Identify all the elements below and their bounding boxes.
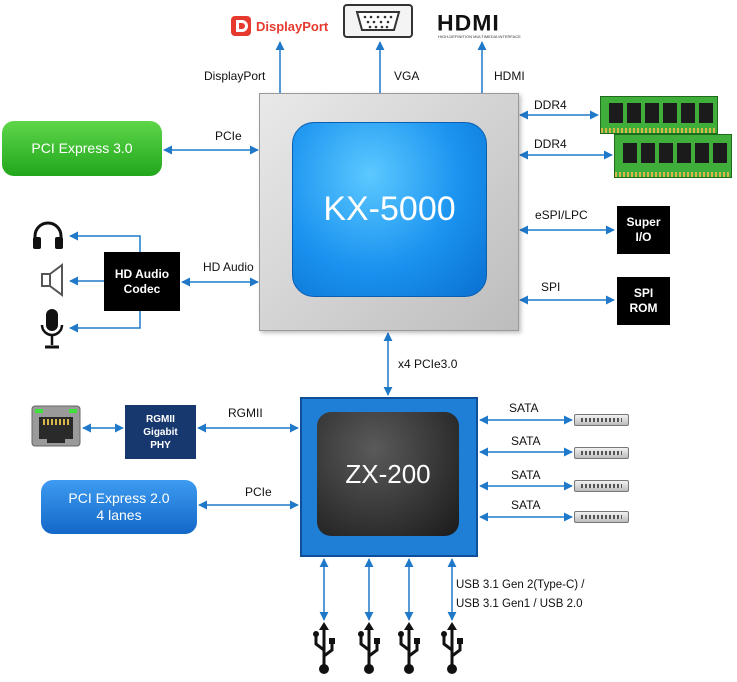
- wire-microphone: [69, 311, 141, 333]
- pcie2-line2: 4 lanes: [96, 507, 142, 523]
- vga-port-icon: [343, 4, 413, 38]
- label-pcie-bottom: PCIe: [245, 485, 272, 499]
- label-rgmii: RGMII: [228, 406, 263, 420]
- hd-audio-codec-block: HD Audio Codec: [104, 252, 180, 311]
- headphones-icon: [30, 220, 66, 250]
- label-sata-4: SATA: [511, 498, 541, 512]
- cpu-chip: KX-5000: [292, 122, 487, 297]
- label-pcie-top: PCIe: [215, 129, 242, 143]
- label-x4-pcie: x4 PCIe3.0: [398, 357, 458, 371]
- displayport-logo-icon: DisplayPort: [230, 14, 335, 40]
- label-spi: SPI: [541, 280, 561, 294]
- hdmi-logo-text: HDMI: [437, 10, 500, 36]
- usb-symbol-icon: [438, 622, 466, 676]
- microphone-icon: [39, 307, 65, 351]
- usb-symbol-icon: [355, 622, 383, 676]
- ddr4-memory-module-icon: [600, 96, 718, 134]
- phy-line3: PHY: [150, 439, 171, 451]
- label-usb-line1: USB 3.1 Gen 2(Type-C) /: [456, 579, 585, 591]
- label-sata-2: SATA: [511, 434, 541, 448]
- pcie3-block: PCI Express 3.0: [2, 121, 162, 176]
- displayport-logo-text: DisplayPort: [256, 19, 329, 34]
- spirom-line1: SPI: [633, 286, 654, 300]
- label-sata-1: SATA: [509, 401, 539, 415]
- pch-name: ZX-200: [345, 458, 431, 489]
- superio-line2: I/O: [635, 230, 652, 244]
- label-sata-3: SATA: [511, 468, 541, 482]
- cpu-name: KX-5000: [323, 190, 456, 228]
- usb-symbol-icon: [310, 622, 338, 676]
- super-io-block: Super I/O: [617, 206, 670, 254]
- pch-chip: ZX-200: [317, 412, 459, 536]
- hdmi-logo-tagline: HIGH-DEFINITION MULTIMEDIA INTERFACE: [438, 34, 521, 39]
- label-usb-line2: USB 3.1 Gen1 / USB 2.0: [456, 598, 583, 610]
- label-ddr4-1: DDR4: [534, 98, 567, 112]
- codec-line1: HD Audio: [114, 266, 170, 281]
- label-vga: VGA: [394, 69, 420, 83]
- usb-symbol-icon: [395, 622, 423, 676]
- pcie3-label: PCI Express 3.0: [31, 140, 133, 156]
- label-espi-lpc: eSPI/LPC: [535, 208, 588, 222]
- label-ddr4-2: DDR4: [534, 137, 567, 151]
- sata-connector-icon: [574, 511, 629, 523]
- ethernet-port-icon: [31, 405, 81, 447]
- hdmi-logo-icon: HDMI HIGH-DEFINITION MULTIMEDIA INTERFAC…: [437, 10, 529, 44]
- label-hdmi: HDMI: [494, 69, 525, 83]
- pcie2-line1: PCI Express 2.0: [68, 490, 170, 506]
- spirom-line2: ROM: [629, 301, 658, 315]
- label-hd-audio: HD Audio: [203, 260, 254, 274]
- phy-line1: RGMII: [146, 413, 175, 425]
- rgmii-gigabit-phy-block: RGMII Gigabit PHY: [125, 405, 196, 459]
- superio-line1: Super: [626, 215, 661, 229]
- spi-rom-block: SPI ROM: [617, 277, 670, 325]
- wire-headphones: [69, 231, 141, 252]
- sata-connector-icon: [574, 447, 629, 459]
- phy-line2: Gigabit: [143, 426, 178, 438]
- pcie2-block: PCI Express 2.0 4 lanes: [41, 480, 197, 534]
- sata-connector-icon: [574, 480, 629, 492]
- codec-line2: Codec: [123, 281, 161, 296]
- ddr4-memory-module-icon: [614, 134, 732, 178]
- label-displayport: DisplayPort: [204, 69, 266, 83]
- speaker-icon: [40, 263, 66, 297]
- sata-connector-icon: [574, 414, 629, 426]
